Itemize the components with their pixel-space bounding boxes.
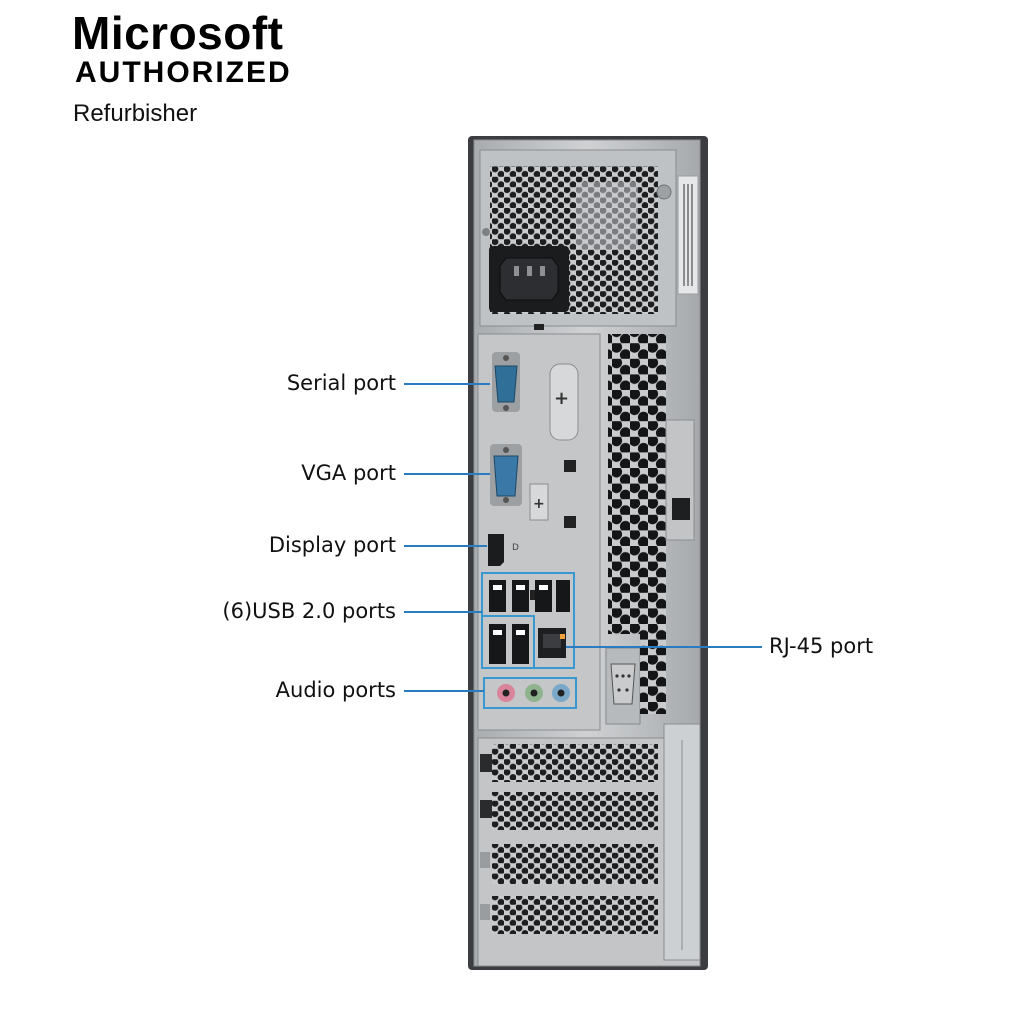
callout-vga-port: VGA port <box>301 461 396 485</box>
svg-text:+: + <box>554 388 569 409</box>
usb-port <box>535 580 552 612</box>
brand-subtitle: AUTHORIZED <box>75 56 292 89</box>
expansion-slots <box>477 723 701 967</box>
usb-port <box>556 580 570 612</box>
slot-cover <box>492 744 658 782</box>
brand-title: Microsoft <box>72 7 284 59</box>
usb-port <box>512 580 529 612</box>
slot-cover <box>492 792 658 830</box>
slot-cover <box>492 844 658 884</box>
svg-text:D: D <box>512 543 519 553</box>
audio-port-group <box>483 677 577 709</box>
callout-serial-port: Serial port <box>286 371 396 395</box>
vga-port <box>493 455 519 497</box>
callout-rj45-port: RJ-45 port <box>769 634 874 658</box>
serial-port <box>494 365 518 403</box>
slot-cover <box>492 896 658 934</box>
callout-audio-ports: Audio ports <box>275 678 396 702</box>
svg-text:+: + <box>533 496 545 512</box>
brand-tagline: Refurbisher <box>73 100 198 127</box>
serial-port-secondary <box>610 663 636 705</box>
side-vent <box>608 334 666 634</box>
usb-port <box>489 580 506 612</box>
display-port <box>488 534 504 566</box>
callout-display-port: Display port <box>268 533 396 557</box>
callout-usb-ports: (6)USB 2.0 ports <box>222 599 396 623</box>
